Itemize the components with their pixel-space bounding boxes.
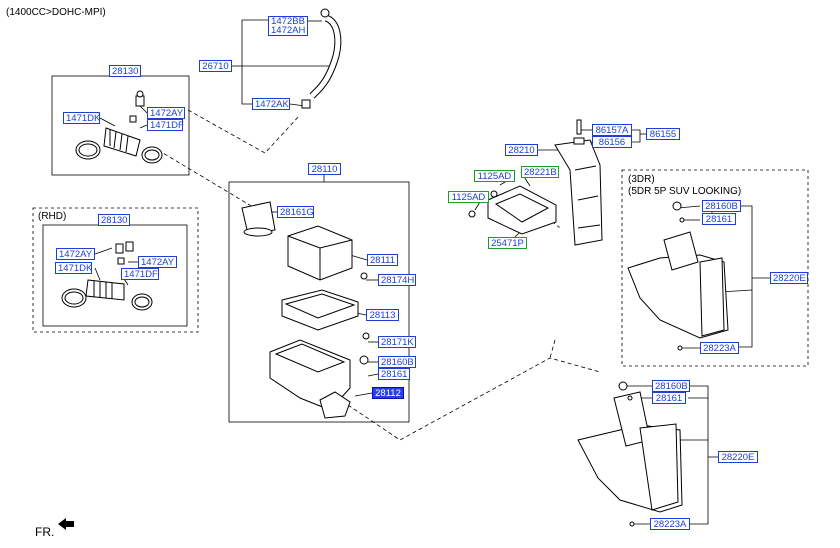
part-label-86156[interactable]: 86156 <box>592 136 632 148</box>
rhd-note: (RHD) <box>38 211 67 222</box>
part-label-bottom-28223A[interactable]: 28223A <box>650 518 690 530</box>
part-label-28113[interactable]: 28113 <box>366 309 399 321</box>
part-label-28221B[interactable]: 28221B <box>521 166 559 178</box>
link-box-to-3dr <box>347 357 601 441</box>
part-label-1125AD-lower[interactable]: 1125AD <box>448 191 489 203</box>
part-label-bottom-28220E[interactable]: 28220E <box>718 451 758 463</box>
box-3dr <box>621 169 809 367</box>
part-label-1472BB-1472AH[interactable]: 1472BB 1472AH <box>268 16 308 36</box>
part-label-3dr-28161[interactable]: 28161 <box>702 213 736 225</box>
part-label-28112-selected[interactable]: 28112 <box>372 387 404 399</box>
5dr-suv-note: (5DR 5P SUV LOOKING) <box>628 186 742 197</box>
part-label-bottom-28160B[interactable]: 28160B <box>652 380 690 392</box>
box-rhd-inner <box>42 224 188 327</box>
box-28110 <box>228 181 410 423</box>
intake-hose-rhd <box>61 241 153 311</box>
front-label: FR. <box>35 525 55 539</box>
link-28130-to-hose <box>187 109 301 154</box>
part-label-1472BB[interactable]: 1472BB <box>271 16 305 27</box>
3dr-note: (3DR) <box>628 174 655 185</box>
part-label-28111[interactable]: 28111 <box>367 254 398 266</box>
air-duct-28210 <box>554 119 603 246</box>
part-label-rhd-1471DK[interactable]: 1471DK <box>55 262 92 274</box>
resonator-bottom <box>577 381 683 527</box>
part-label-28171K[interactable]: 28171K <box>378 336 416 348</box>
part-label-1472AH[interactable]: 1472AH <box>271 25 306 36</box>
part-label-1471DK[interactable]: 1471DK <box>63 112 100 124</box>
part-label-1125AD-upper[interactable]: 1125AD <box>474 170 515 182</box>
part-label-1472AY[interactable]: 1472AY <box>147 107 185 119</box>
link-duct-to-box <box>549 339 556 359</box>
part-label-28174H[interactable]: 28174H <box>378 274 416 286</box>
box-rhd-outer <box>32 207 199 333</box>
part-label-3dr-28220E[interactable]: 28220E <box>770 272 808 284</box>
part-label-1471DF[interactable]: 1471DF <box>147 119 184 131</box>
part-label-28161G[interactable]: 28161G <box>277 206 314 218</box>
engine-note: (1400CC>DOHC-MPI) <box>6 7 106 18</box>
part-label-bottom-28161[interactable]: 28161 <box>652 392 686 404</box>
breather-hose <box>301 8 342 109</box>
part-label-rhd-1471DF[interactable]: 1471DF <box>121 268 159 280</box>
part-label-28110[interactable]: 28110 <box>308 163 341 175</box>
part-label-28130[interactable]: 28130 <box>109 65 141 77</box>
part-label-28210[interactable]: 28210 <box>505 144 538 156</box>
part-label-rhd-28130[interactable]: 28130 <box>98 214 130 226</box>
part-label-86155[interactable]: 86155 <box>646 128 680 140</box>
part-label-rhd-1472AY-left[interactable]: 1472AY <box>56 248 95 260</box>
part-label-26710[interactable]: 26710 <box>199 60 232 72</box>
bracket-28221B <box>468 185 557 235</box>
part-label-3dr-28223A[interactable]: 28223A <box>700 342 739 354</box>
part-label-25471P[interactable]: 25471P <box>488 237 527 249</box>
intake-hose-28130 <box>75 90 163 164</box>
part-label-3dr-28160B[interactable]: 28160B <box>702 200 741 212</box>
front-arrow-icon <box>58 518 74 530</box>
part-label-rhd-1472AY-right[interactable]: 1472AY <box>138 256 177 268</box>
resonator-3dr <box>627 201 729 351</box>
part-label-1472AK[interactable]: 1472AK <box>252 98 290 110</box>
part-label-28161[interactable]: 28161 <box>378 368 410 380</box>
part-label-86157A[interactable]: 86157A <box>592 124 632 136</box>
air-cleaner-parts <box>241 201 370 419</box>
link-28130-to-box <box>157 149 259 211</box>
part-label-28160B[interactable]: 28160B <box>378 356 416 368</box>
